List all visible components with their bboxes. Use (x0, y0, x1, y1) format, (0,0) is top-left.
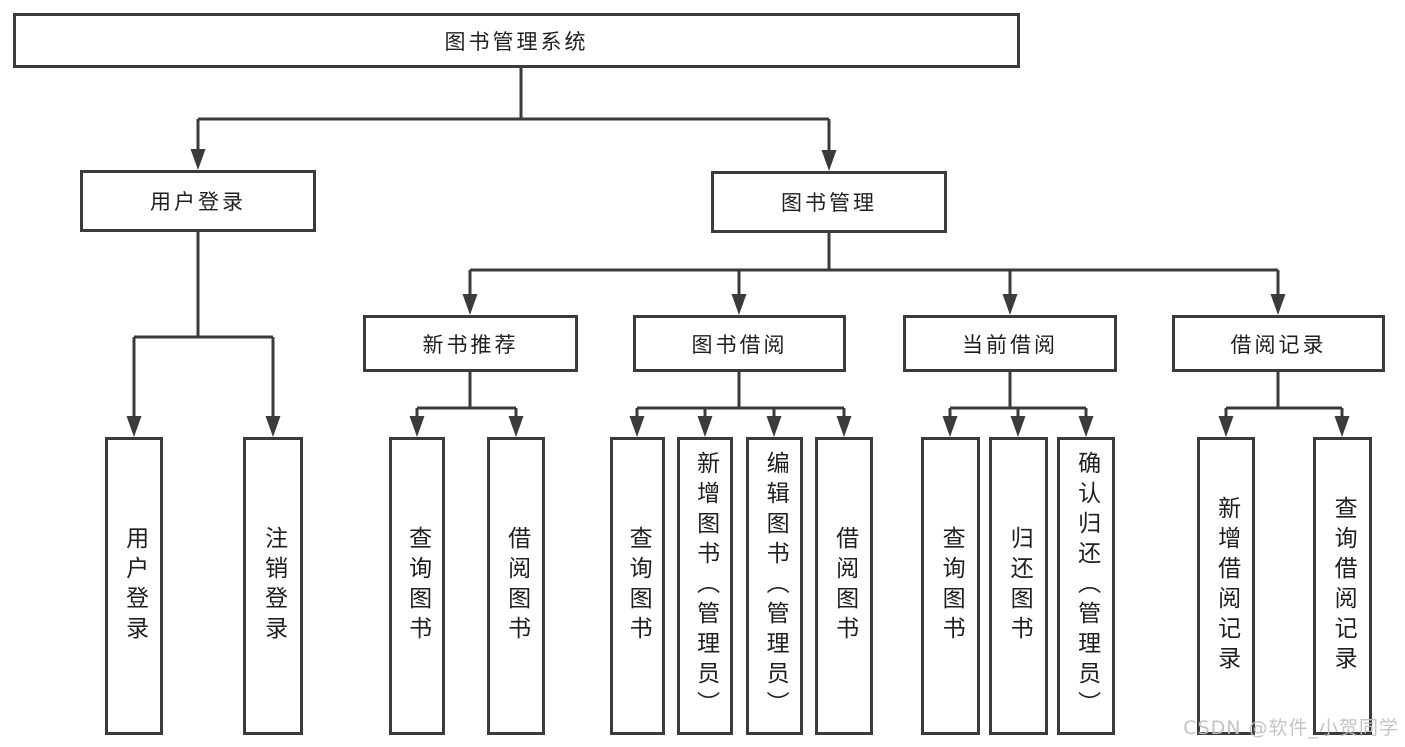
arrowhead-icon (462, 294, 478, 315)
node-label: 图书借阅 (691, 332, 788, 357)
leaf-label: 借阅图书 (831, 526, 858, 646)
node-borrow-records: 借阅记录 (1172, 315, 1385, 372)
arrowhead-icon (1218, 416, 1234, 437)
leaf-user-login: 用户登录 (105, 437, 163, 735)
leaf-label: 确认归还（管理员） (1073, 451, 1100, 721)
leaf-current-return-books: 归还图书 (989, 437, 1048, 735)
node-label: 借阅记录 (1230, 332, 1327, 357)
leaf-label: 借阅图书 (503, 526, 530, 646)
leaf-borrow-query-books: 查询图书 (610, 437, 665, 735)
wire-current-to-leaves (948, 372, 1088, 423)
node-label: 用户登录 (150, 190, 246, 214)
node-label: 新书推荐 (422, 332, 519, 357)
node-label: 图书管理 (781, 191, 877, 215)
node-current-borrow: 当前借阅 (903, 315, 1117, 372)
leaf-label: 查询图书 (938, 526, 965, 646)
arrowhead-icon (697, 416, 713, 437)
arrowhead-icon (1078, 416, 1094, 437)
arrowhead-icon (190, 149, 206, 170)
arrowhead-icon (821, 150, 837, 171)
node-library-management-system: 图书管理系统 (13, 13, 1020, 68)
arrowhead-icon (731, 294, 747, 315)
wire-recommend-to-leaves (415, 372, 518, 423)
arrowhead-icon (1334, 416, 1350, 437)
arrowhead-icon (1002, 294, 1018, 315)
leaf-label: 编辑图书（管理员） (762, 451, 789, 721)
wire-management-to-sections (468, 233, 1280, 301)
csdn-watermark: CSDN @软件_小贺同学 (1183, 717, 1399, 739)
leaf-current-query-books: 查询图书 (921, 437, 980, 735)
leaf-current-confirm-return-admin: 确认归还（管理员） (1057, 437, 1115, 735)
leaf-borrow-add-books-admin: 新增图书（管理员） (677, 437, 733, 735)
arrowhead-icon (629, 416, 645, 437)
arrowhead-icon (942, 416, 958, 437)
leaf-label: 注销登录 (260, 526, 287, 646)
leaf-recommend-query-books: 查询图书 (389, 437, 445, 735)
node-book-borrow: 图书借阅 (633, 315, 846, 372)
leaf-borrow-borrow-books: 借阅图书 (815, 437, 873, 735)
node-label: 图书管理系统 (444, 29, 589, 54)
wire-records-to-leaves (1224, 372, 1344, 423)
arrowhead-icon (1010, 416, 1026, 437)
arrowhead-icon (409, 416, 425, 437)
arrowhead-icon (126, 416, 142, 437)
leaf-label: 新增借阅记录 (1213, 496, 1240, 676)
leaf-records-query-record: 查询借阅记录 (1313, 437, 1372, 735)
wire-root-to-level2 (196, 67, 831, 158)
leaf-label: 查询图书 (625, 526, 652, 646)
arrowhead-icon (766, 416, 782, 437)
leaf-label: 用户登录 (121, 526, 148, 646)
node-label: 当前借阅 (962, 332, 1058, 357)
node-new-book-recommend: 新书推荐 (363, 315, 578, 372)
arrowhead-icon (265, 416, 281, 437)
leaf-label: 查询图书 (404, 526, 431, 646)
node-user-login: 用户登录 (80, 170, 316, 232)
leaf-borrow-edit-books-admin: 编辑图书（管理员） (746, 437, 803, 735)
arrowhead-icon (836, 416, 852, 437)
leaf-label: 新增图书（管理员） (692, 451, 719, 721)
leaf-recommend-borrow-books: 借阅图书 (487, 437, 545, 735)
wire-borrow-to-leaves (635, 372, 846, 423)
arrowheads-group (126, 149, 1350, 437)
arrowhead-icon (1270, 294, 1286, 315)
leaf-logout-login: 注销登录 (243, 437, 303, 735)
leaf-records-add-record: 新增借阅记录 (1197, 437, 1255, 735)
node-book-management: 图书管理 (711, 171, 947, 233)
leaf-label: 归还图书 (1006, 526, 1033, 646)
arrowhead-icon (508, 416, 524, 437)
leaf-label: 查询借阅记录 (1330, 496, 1357, 676)
wire-login-to-leaves (132, 232, 275, 423)
